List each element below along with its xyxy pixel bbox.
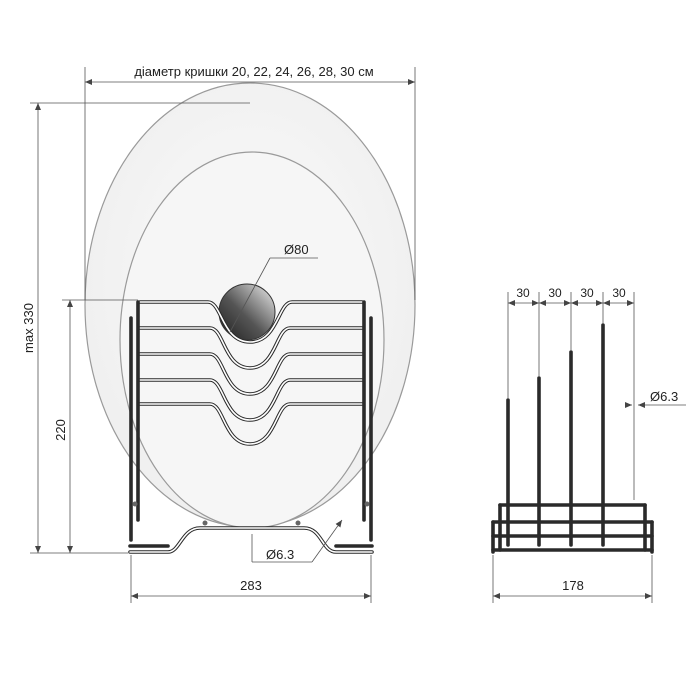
width-side-label: 178 (562, 578, 584, 593)
front-view: діаметр кришки 20, 22, 24, 26, 28, 30 см… (21, 64, 416, 603)
height-label: 220 (53, 419, 68, 441)
max-height-label: max 330 (21, 303, 36, 353)
rack-uprights (129, 300, 373, 542)
pitch-1-label: 30 (516, 286, 530, 300)
pitch-3-label: 30 (580, 286, 594, 300)
width-front-label: 283 (240, 578, 262, 593)
dim-lid-diameter: діаметр кришки 20, 22, 24, 26, 28, 30 см (84, 64, 416, 300)
rack-rails (138, 300, 364, 446)
side-pins (506, 323, 605, 547)
dim-width-side: 178 (492, 555, 653, 603)
pitch-2-label: 30 (548, 286, 562, 300)
knob-diameter-label: Ø80 (284, 242, 309, 257)
dim-height: 220 (53, 299, 138, 553)
rack-base (128, 501, 374, 554)
dim-max-height: max 330 (21, 102, 250, 554)
side-frame (491, 503, 654, 554)
dim-wire-side: Ø6.3 (625, 389, 686, 408)
lid-diameter-label: діаметр кришки 20, 22, 24, 26, 28, 30 см (134, 64, 373, 79)
wire-diameter-front-label: Ø6.3 (266, 547, 294, 562)
wire-diameter-side-label: Ø6.3 (650, 389, 678, 404)
dim-pitch: 30 30 30 30 (507, 286, 635, 500)
dim-knob: Ø80 (229, 242, 318, 333)
side-view: 30 30 30 30 Ø6.3 178 (491, 286, 686, 603)
lid-knob (218, 283, 276, 341)
dim-wire-front: Ø6.3 (251, 519, 343, 563)
dim-width-front: 283 (130, 555, 372, 603)
pitch-4-label: 30 (612, 286, 626, 300)
